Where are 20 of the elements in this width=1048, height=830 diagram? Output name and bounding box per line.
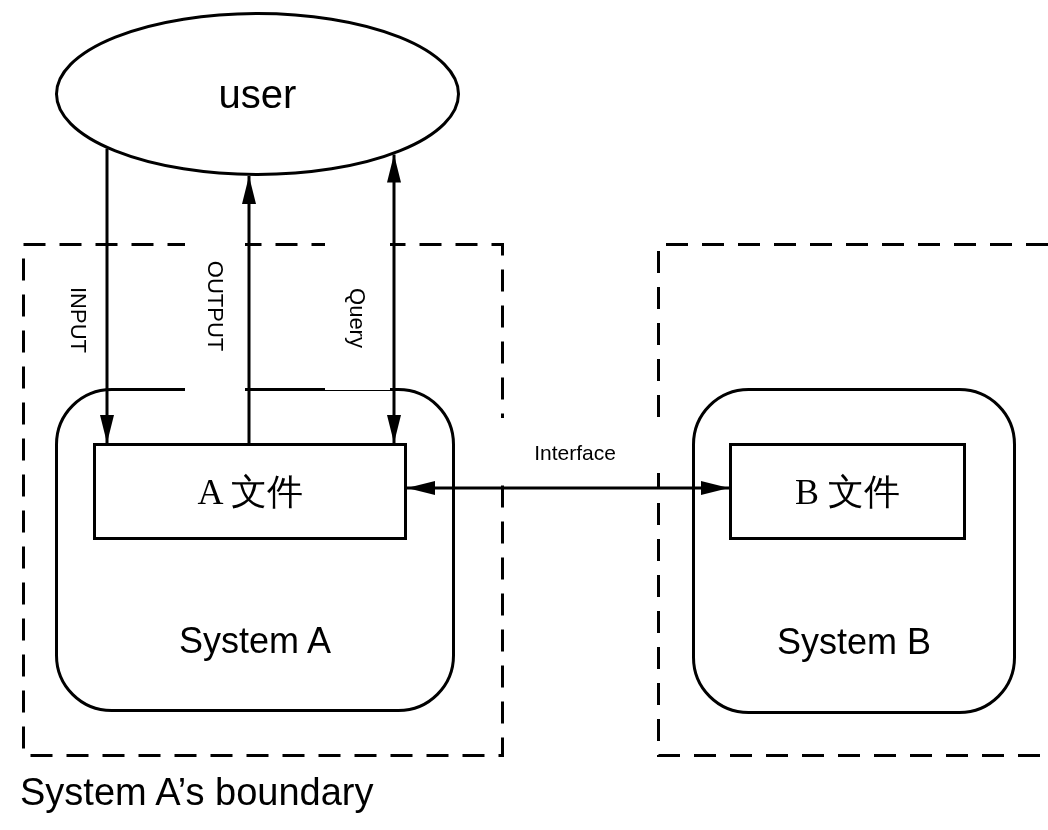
node-label: System A xyxy=(178,622,332,659)
edge-label: Query xyxy=(346,288,368,348)
node-label: B 文件 xyxy=(795,473,900,510)
node-label: user xyxy=(218,74,297,114)
boundary-box xyxy=(657,243,1048,757)
edge-label: Interface xyxy=(534,441,616,463)
arrow xyxy=(387,154,401,443)
edge-label: INPUT xyxy=(67,287,89,353)
node-label: System B xyxy=(777,624,931,661)
user-ellipse xyxy=(55,12,460,176)
edge-label: OUTPUT xyxy=(204,260,226,352)
arrow xyxy=(407,481,729,495)
system-box xyxy=(692,388,1016,714)
node-label: System A’s boundary xyxy=(20,773,374,811)
arrow xyxy=(242,175,256,443)
node-label: A 文件 xyxy=(197,473,303,510)
file-box xyxy=(729,443,966,540)
arrow xyxy=(100,148,114,443)
system-box xyxy=(55,388,455,712)
file-box xyxy=(93,443,407,540)
